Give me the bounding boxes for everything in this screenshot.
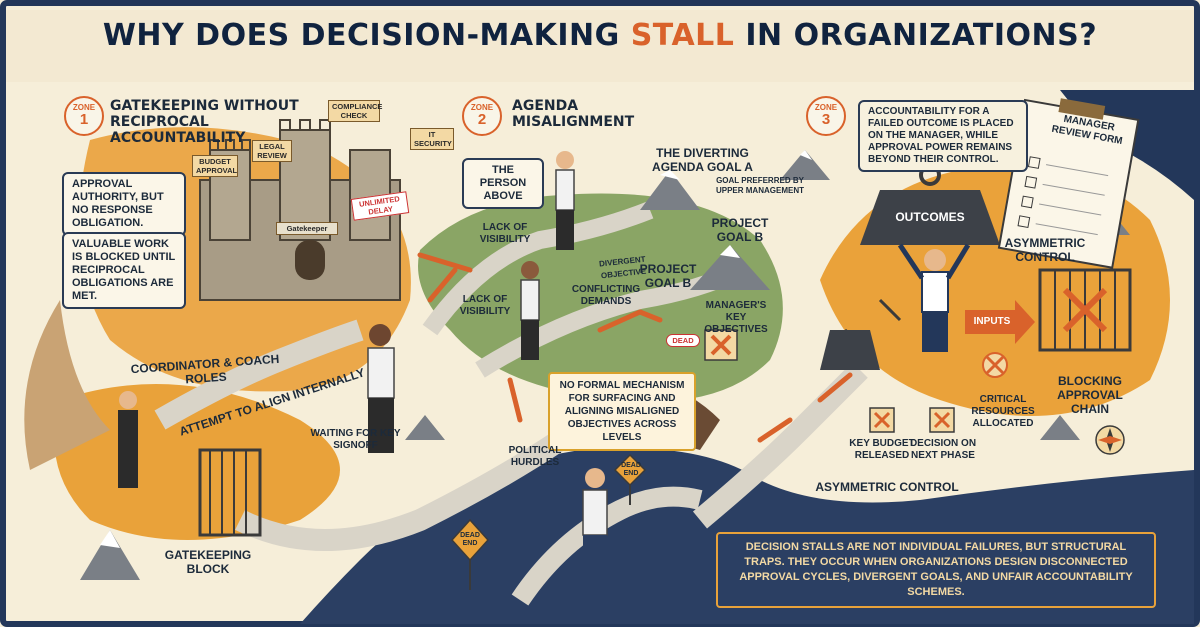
valuable-work-box: VALUABLE WORK IS BLOCKED UNTIL RECIPROCA… [62,232,186,309]
decision-next-phase-label: DECISION ON NEXT PHASE [909,438,977,461]
zone3-badge: ZONE 3 [806,96,846,136]
coordinator-figure [118,391,138,488]
zone1-heading: GATEKEEPING WITHOUT RECIPROCAL ACCOUNTAB… [110,98,299,146]
dead-end-top-label: DEAD END [621,462,641,477]
dead-end-sign-top [613,453,647,505]
goal-preferred-label: GOAL PREFERRED BY UPPER MANAGEMENT [715,176,804,195]
no-formal-mechanism-box: NO FORMAL MECHANISM FOR SURFACING AND AL… [548,372,696,451]
diverting-agenda-label: THE DIVERTING AGENDA GOAL A [652,146,753,174]
critical-resources-label: CRITICAL RESOURCES ALLOCATED [971,394,1035,429]
zone3-badge-number: 3 [821,111,831,128]
bottom-road [511,486,703,606]
managers-objectives-label: MANAGER'S KEY OBJECTIVES [704,300,768,335]
zone1-badge: ZONE 1 [64,96,104,136]
crossroads-figure [582,468,608,585]
zone3-road [692,362,868,529]
zone3-badge-label: ZONE [814,103,838,112]
resources-x [982,352,1008,378]
decision-x [929,407,955,433]
lack-visibility-label-1: LACK OF VISIBILITY [479,222,531,245]
conclusion-box: DECISION STALLS ARE NOT INDIVIDUAL FAILU… [716,532,1156,608]
political-hurdles-label: POLITICAL HURDLES [508,445,562,468]
zone2-road [422,201,654,336]
page-title: WHY DOES DECISION-MAKING STALL IN ORGANI… [0,18,1200,53]
person-above-box: THE PERSON ABOVE [462,158,544,209]
outcomes-label: OUTCOMES [895,210,965,224]
mountains [80,150,1130,580]
manager-objective-x [704,329,738,361]
worried-figure-zone1 [367,324,395,453]
dead-small-sign: DEAD [666,334,700,347]
zone1-badge-number: 1 [79,111,89,128]
sign-gatekeeper: Gatekeeper [276,222,338,235]
title-band [6,10,1194,82]
title-highlight: STALL [630,18,735,53]
budget-x [869,407,895,433]
outcomes-weight [820,164,1000,370]
gatekeeping-block-label: GATEKEEPING BLOCK [164,548,252,576]
inputs-arrow [965,300,1035,344]
main-road [154,319,364,430]
sign-compliance: COMPLIANCE CHECK [328,100,382,122]
sign-legal: LEGAL REVIEW [252,140,292,162]
sign-it-security: IT SECURITY [410,128,454,150]
sign-budget: BUDGET APPROVAL [192,155,238,177]
lack-visibility-label-2: LACK OF VISIBILITY [459,294,511,317]
zone3-gate [1038,268,1132,352]
zone2-badge-number: 2 [477,111,487,128]
dead-end-sign-bottom [450,518,490,590]
compass-icon [1095,425,1125,455]
conflicting-demands-label: CONFLICTING DEMANDS [571,284,641,307]
blocking-approval-label: BLOCKING APPROVAL CHAIN [1057,374,1123,416]
dead-end-bottom-label: DEAD END [460,532,480,547]
zone1-badge-label: ZONE [72,103,96,112]
lower-road [235,430,567,551]
zone1-cliff [24,300,110,470]
inputs-label: INPUTS [973,316,1011,327]
zone2-badge-label: ZONE [470,103,494,112]
manager-review-clipboard [997,98,1140,269]
manager-figure-zone3 [897,243,971,352]
title-prefix: WHY DOES DECISION-MAKING [102,18,631,53]
approval-authority-box: APPROVAL AUTHORITY, BUT NO RESPONSE OBLI… [62,172,186,236]
asymmetric-control-bottom: ASYMMETRIC CONTROL [815,480,959,494]
person-above-figure [555,151,575,250]
orange-arrows [417,252,853,443]
key-budget-label: KEY BUDGET RELEASED [849,438,915,461]
zone2-badge: ZONE 2 [462,96,502,136]
zone1-gate [198,448,262,537]
project-goal-b-label-2: PROJECT GOAL B [639,262,697,290]
asymmetric-control-top: ASYMMETRIC CONTROL [1004,236,1086,264]
zone2-heading: AGENDA MISALIGNMENT [512,98,635,130]
accountability-note: ACCOUNTABILITY FOR A FAILED OUTCOME IS P… [858,100,1028,172]
project-goal-b-label-1: PROJECT GOAL B [711,216,769,244]
manager-figure-zone2 [520,261,540,360]
title-suffix: IN ORGANIZATIONS? [734,18,1098,53]
waiting-label: WAITING FOR KEY SIGNOFF [310,428,401,451]
